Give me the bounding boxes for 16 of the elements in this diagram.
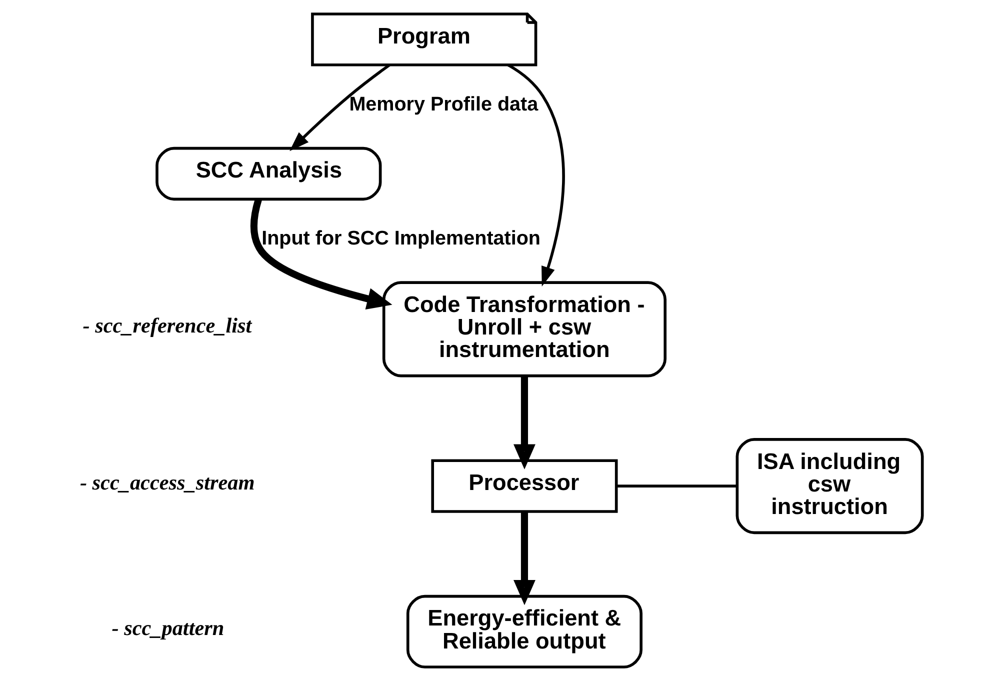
label: - scc_reference_list (82, 314, 252, 338)
label: - scc_access_stream (79, 470, 254, 495)
arrow (250, 198, 392, 310)
node-box: SCC Analysis (155, 146, 382, 201)
label: - scc_pattern (111, 616, 224, 640)
arrow (513, 512, 535, 606)
edge-label: Input for SCC Implementation (261, 228, 540, 250)
node-box: ISA including csw instruction (735, 438, 924, 534)
node-box: Code Transformation - Unroll + csw instrumentation (382, 281, 666, 378)
node-box: Energy-efficient & Reliable output (406, 594, 642, 668)
node-box: Processor (430, 459, 618, 513)
arrow (506, 64, 564, 287)
arrow (289, 64, 390, 152)
arrow (513, 376, 535, 470)
edge-label: Memory Profile data (348, 93, 538, 116)
connector (616, 484, 737, 488)
